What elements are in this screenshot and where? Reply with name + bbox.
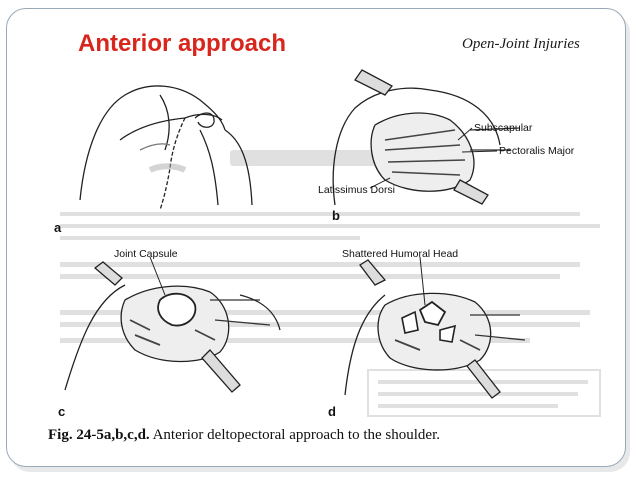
- panel-b-drawing: [332, 69, 521, 206]
- panel-c-drawing: [64, 261, 281, 393]
- label-pectoralis-major: Pectoralis Major: [499, 145, 575, 157]
- panel-d-drawing: [344, 259, 526, 399]
- background-ghost-text: [60, 150, 601, 417]
- figure-caption-number: Fig. 24-5a,b,c,d.: [48, 427, 150, 443]
- figure-caption: Fig. 24-5a,b,c,d. Anterior deltopectoral…: [48, 427, 440, 444]
- figure-caption-text: Anterior deltopectoral approach to the s…: [149, 427, 440, 443]
- book-running-header: Open-Joint Injuries: [462, 36, 580, 52]
- panel-letter-a: a: [54, 220, 62, 235]
- panel-letter-d: d: [328, 404, 336, 419]
- label-leader-lines: [149, 127, 498, 306]
- panel-letter-b: b: [332, 208, 340, 223]
- panel-a-drawing: [79, 85, 253, 211]
- label-joint-capsule: Joint Capsule: [114, 248, 178, 260]
- label-subscapular: Subscapular: [474, 122, 533, 134]
- slide-title: Anterior approach: [78, 30, 287, 57]
- panel-letter-c: c: [58, 404, 66, 419]
- label-latissimus-dorsi: Latissimus Dorsi: [318, 184, 396, 196]
- label-shattered-humoral-head: Shattered Humoral Head: [342, 248, 459, 260]
